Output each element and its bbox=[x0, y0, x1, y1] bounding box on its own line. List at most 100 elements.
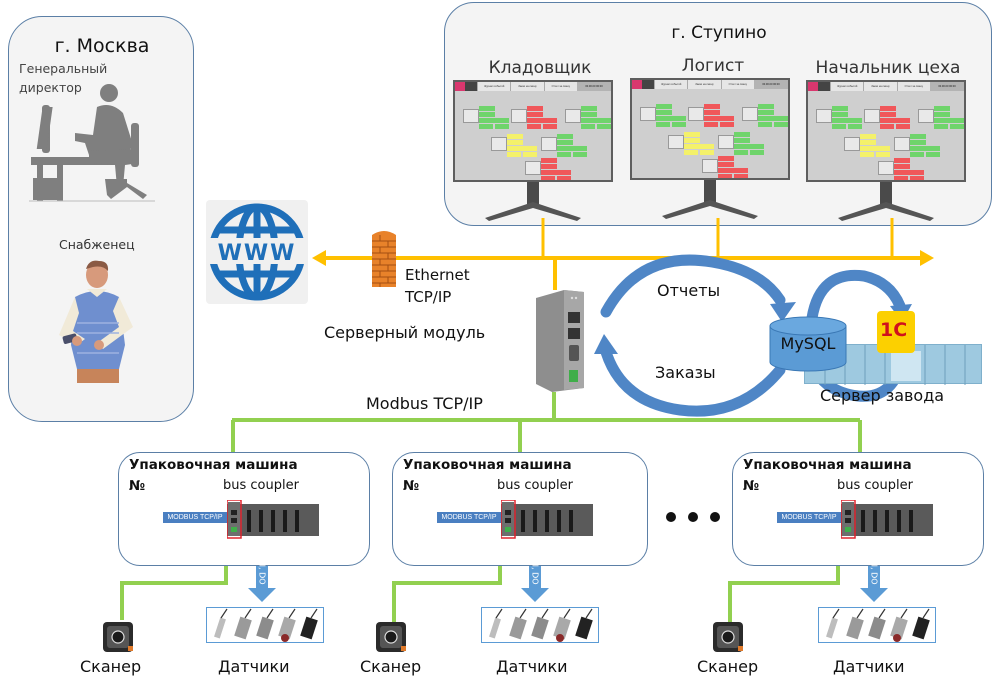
supplier-person-icon bbox=[59, 260, 133, 383]
server-rack-icon bbox=[824, 345, 966, 385]
status-block-working bbox=[832, 118, 862, 123]
mysql-database: MySQL bbox=[768, 316, 848, 372]
machine-thumbnail bbox=[718, 135, 734, 149]
status-block-warning bbox=[507, 140, 523, 145]
machine-thumbnail bbox=[894, 137, 910, 151]
status-block-stopped bbox=[541, 164, 557, 169]
erp-1c-text: 1С bbox=[880, 319, 908, 341]
status-block-stopped bbox=[541, 176, 555, 180]
director-label-line2: директор bbox=[19, 80, 82, 95]
svg-text:WWW: WWW bbox=[218, 241, 297, 266]
ethernet-arrow-left bbox=[312, 250, 326, 266]
status-block-working bbox=[910, 140, 926, 145]
scanner-icon bbox=[376, 622, 406, 652]
status-block-stopped bbox=[527, 112, 543, 117]
status-block-warning bbox=[684, 150, 698, 155]
screen-clock: 00.00.00 00:00 bbox=[929, 82, 964, 91]
machine-thumbnail bbox=[816, 109, 832, 123]
role-label-storekeeper: Кладовщик bbox=[488, 58, 592, 78]
status-block-working bbox=[832, 106, 848, 111]
status-block-stopped bbox=[543, 124, 557, 129]
internet-globe: WWW bbox=[206, 200, 308, 304]
scanner-icon bbox=[713, 622, 743, 652]
machine-thumbnail bbox=[702, 159, 718, 173]
modbus-protocol-tag: MODBUS TCP/IP bbox=[777, 512, 841, 523]
machine-title: Упаковочная машина bbox=[743, 457, 912, 473]
machine-thumbnail bbox=[688, 107, 704, 121]
status-block-working bbox=[557, 140, 573, 145]
status-block-working bbox=[934, 112, 950, 117]
screen-tab: Журнал событий bbox=[654, 80, 687, 89]
status-block-warning bbox=[860, 140, 876, 145]
scanner-icon bbox=[103, 622, 133, 652]
status-block-warning bbox=[684, 132, 700, 137]
monitor-stand-icon bbox=[485, 182, 581, 221]
machine-thumbnail bbox=[640, 107, 656, 121]
role-label-logistician: Логист bbox=[681, 56, 745, 76]
status-block-working bbox=[479, 118, 509, 123]
orders-label: Заказы bbox=[655, 363, 716, 382]
status-block-stopped bbox=[718, 168, 748, 173]
status-block-working bbox=[672, 122, 686, 127]
status-block-working bbox=[581, 106, 597, 111]
machine-title: Упаковочная машина bbox=[403, 457, 572, 473]
status-block-working bbox=[597, 124, 611, 129]
status-block-stopped bbox=[704, 110, 720, 115]
modbus-protocol-tag: MODBUS TCP/IP bbox=[163, 512, 227, 523]
machine-thumbnail bbox=[541, 137, 557, 151]
status-block-stopped bbox=[704, 122, 718, 127]
monitor-stand-icon bbox=[838, 182, 934, 221]
bus-coupler-label: bus coupler bbox=[837, 478, 913, 493]
status-block-working bbox=[479, 106, 495, 111]
packaging-machine: Упаковочная машина № bus coupler MODBUS … bbox=[732, 452, 984, 566]
status-block-working bbox=[573, 152, 587, 157]
status-block-stopped bbox=[541, 170, 571, 175]
firewall bbox=[372, 229, 396, 287]
sensors-group bbox=[481, 607, 599, 643]
bus-coupler-label: bus coupler bbox=[497, 478, 573, 493]
server-module-label: Серверный модуль bbox=[324, 323, 486, 342]
status-block-warning bbox=[876, 152, 890, 157]
status-block-warning bbox=[860, 146, 890, 151]
sensors-icon bbox=[214, 608, 318, 642]
status-block-working bbox=[950, 124, 964, 129]
status-block-working bbox=[656, 122, 670, 127]
machine-number: № bbox=[129, 478, 146, 494]
status-block-warning bbox=[684, 138, 700, 143]
status-block-stopped bbox=[718, 174, 732, 178]
status-block-working bbox=[557, 134, 573, 139]
status-block-working bbox=[581, 124, 595, 129]
sensors-label: Датчики bbox=[496, 657, 568, 676]
status-block-working bbox=[581, 118, 611, 123]
packaging-machine: Упаковочная машина № bus coupler MODBUS … bbox=[392, 452, 648, 566]
status-block-working bbox=[774, 122, 788, 127]
screen-tab: Отчет за смену bbox=[720, 80, 754, 89]
barcode-scanner bbox=[375, 620, 407, 654]
machine-thumbnail bbox=[525, 161, 541, 175]
monitor-stand-icon bbox=[662, 180, 758, 219]
status-block-stopped bbox=[894, 176, 908, 180]
machine-thumbnail bbox=[463, 109, 479, 123]
screen-tab: Заказ на смену bbox=[687, 80, 720, 89]
status-block-stopped bbox=[541, 158, 557, 163]
sensors-icon bbox=[826, 608, 930, 642]
barcode-scanner bbox=[102, 620, 134, 654]
status-block-warning bbox=[860, 152, 874, 157]
www-globe-icon: WWW bbox=[206, 203, 308, 301]
status-block-stopped bbox=[896, 124, 910, 129]
status-block-stopped bbox=[527, 124, 541, 129]
mysql-label: MySQL bbox=[780, 334, 836, 353]
status-block-stopped bbox=[734, 174, 748, 178]
machine-thumbnail bbox=[864, 109, 880, 123]
status-block-working bbox=[832, 124, 846, 129]
moscow-title: г. Москва bbox=[54, 35, 150, 57]
sensors-group bbox=[206, 607, 324, 643]
screen-tab: Отчет за смену bbox=[543, 82, 577, 91]
scanner-label: Сканер bbox=[360, 657, 422, 676]
bus-coupler-icon bbox=[841, 500, 933, 539]
